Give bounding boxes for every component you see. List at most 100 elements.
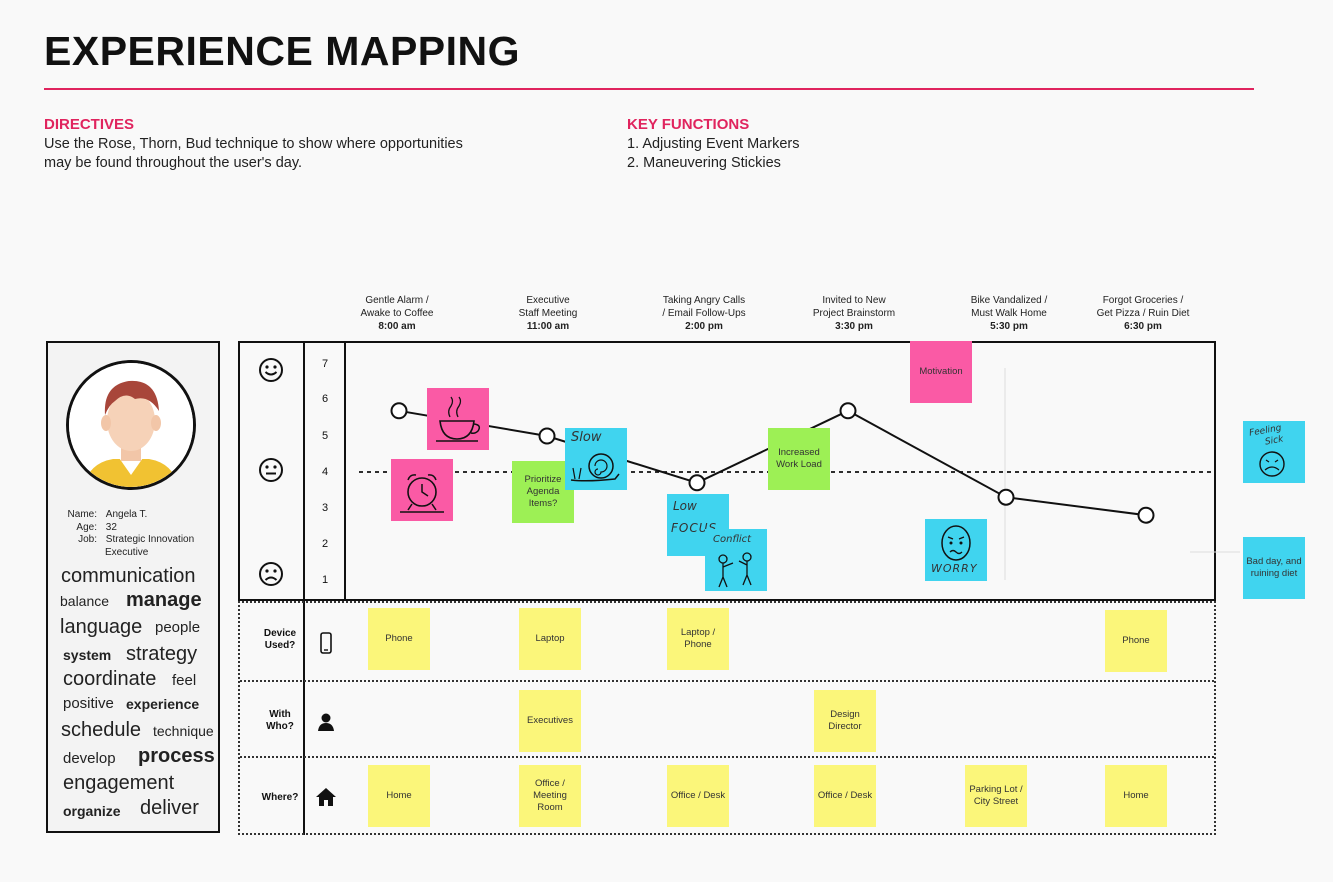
event-title: Gentle Alarm / <box>365 295 429 306</box>
event-title: Bike Vandalized / <box>970 295 1048 306</box>
sticky-where[interactable]: Parking Lot / City Street <box>965 765 1027 827</box>
y-tick-label: 4 <box>321 466 329 478</box>
word-cloud-word: feel <box>172 672 197 689</box>
name-label: Name: <box>67 509 97 520</box>
row-label-with: With Who? <box>256 709 304 733</box>
event-marker[interactable] <box>390 402 408 420</box>
directives-text: Use the Rose, Thorn, Bud technique to sh… <box>44 135 463 173</box>
word-cloud-word: schedule <box>61 719 142 741</box>
event-marker[interactable] <box>997 488 1015 506</box>
event-time: 11:00 am <box>526 321 570 332</box>
word-cloud-word: system <box>63 647 112 663</box>
sticky-increased-work-load[interactable]: Increased Work Load <box>768 428 830 490</box>
event-header[interactable]: Bike Vandalized / Must Walk Home 5:30 pm <box>944 294 1074 333</box>
directives-heading: DIRECTIVES <box>44 116 135 133</box>
coffee-cup-icon <box>436 396 481 442</box>
title-divider <box>44 88 1254 90</box>
person-icon <box>318 713 334 731</box>
sticky-conflict[interactable]: Conflict <box>705 529 767 591</box>
event-header[interactable]: Executive Staff Meeting 11:00 am <box>483 294 613 333</box>
event-header[interactable]: Invited to New Project Brainstorm 3:30 p… <box>789 294 919 333</box>
sticky-where[interactable]: Home <box>1105 765 1167 827</box>
worried-face-icon <box>941 525 971 561</box>
event-header[interactable]: Gentle Alarm / Awake to Coffee 8:00 am <box>332 294 462 333</box>
event-header[interactable]: Taking Angry Calls / Email Follow-Ups 2:… <box>639 294 769 333</box>
persona-name: Angela T. <box>105 509 148 520</box>
sticky-alarm[interactable] <box>391 459 453 521</box>
axis-divider <box>303 341 305 835</box>
event-marker[interactable] <box>538 427 556 445</box>
arguing-people-icon <box>718 552 752 588</box>
persona-age: 32 <box>105 521 117 533</box>
key-functions-heading: KEY FUNCTIONS <box>627 116 750 133</box>
event-time: 5:30 pm <box>990 321 1028 332</box>
sticky-where[interactable]: Office / Desk <box>814 765 876 827</box>
sticky-coffee[interactable] <box>427 388 489 450</box>
event-header[interactable]: Forgot Groceries / Get Pizza / Ruin Diet… <box>1078 294 1208 333</box>
word-cloud-word: positive <box>63 695 114 712</box>
event-title: / Email Follow-Ups <box>662 308 746 319</box>
sticky-device[interactable]: Laptop / Phone <box>667 608 729 670</box>
emotion-chart-frame <box>238 341 1216 601</box>
event-marker[interactable] <box>1137 506 1155 524</box>
word-cloud-word: engagement <box>63 772 175 794</box>
y-tick-label: 3 <box>321 502 329 514</box>
axis-divider <box>344 341 346 601</box>
happy-face-icon <box>259 358 283 382</box>
sticky-prioritize[interactable]: Prioritize Agenda Items? <box>512 461 574 523</box>
event-title: Staff Meeting <box>518 308 578 319</box>
event-title: Executive <box>526 295 570 306</box>
sticky-slow[interactable]: Slow <box>565 428 627 490</box>
alarm-clock-icon <box>400 474 444 513</box>
event-title: Forgot Groceries / <box>1102 295 1184 306</box>
event-title: Awake to Coffee <box>360 308 434 319</box>
sticky-handwriting: Low <box>673 499 697 513</box>
key-functions-list: 1. Adjusting Event Markers 2. Maneuverin… <box>627 135 799 173</box>
event-title: Invited to New <box>822 295 886 306</box>
event-marker[interactable] <box>839 402 857 420</box>
word-cloud-word: organize <box>63 803 121 819</box>
sticky-feeling-sick[interactable]: Feeling Sick <box>1243 421 1305 483</box>
page-title: EXPERIENCE MAPPING <box>44 28 521 74</box>
sticky-device[interactable]: Phone <box>368 608 430 670</box>
persona-info: Name: Angela T. Age: 32 Job: Strategic I… <box>60 509 210 559</box>
sticky-worry[interactable]: WORRY <box>925 519 987 581</box>
row-divider <box>240 680 1214 682</box>
row-label-device: Device Used? <box>256 628 304 652</box>
sticky-bad-day[interactable]: Bad day, and ruining diet <box>1243 537 1305 599</box>
event-marker[interactable] <box>688 474 706 492</box>
word-cloud-word: deliver <box>140 797 199 819</box>
directives-line: may be found throughout the user's day. <box>44 155 303 171</box>
sticky-where[interactable]: Office / Desk <box>667 765 729 827</box>
y-tick-label: 6 <box>321 393 329 405</box>
sticky-handwriting: WORRY <box>931 562 978 575</box>
sticky-with-who[interactable]: Executives <box>519 690 581 752</box>
directives-line: Use the Rose, Thorn, Bud technique to sh… <box>44 136 463 152</box>
event-time: 8:00 am <box>378 321 416 332</box>
sticky-where[interactable]: Home <box>368 765 430 827</box>
row-label-text: With <box>269 709 291 720</box>
word-cloud-word: develop <box>63 750 116 767</box>
sticky-device[interactable]: Laptop <box>519 608 581 670</box>
persona-job: Executive <box>105 546 149 558</box>
sticky-device[interactable]: Phone <box>1105 610 1167 672</box>
word-cloud-word: language <box>60 616 143 638</box>
sad-face-icon <box>259 562 283 586</box>
key-function-item: 2. Maneuvering Stickies <box>627 155 781 171</box>
word-cloud-word: process <box>138 745 215 767</box>
event-time: 2:00 pm <box>685 321 723 332</box>
word-cloud-word: strategy <box>126 643 198 665</box>
sticky-handwriting: FOCUS <box>671 521 718 535</box>
y-tick-label: 5 <box>321 430 329 442</box>
sticky-motivation[interactable]: Motivation <box>910 341 972 403</box>
y-tick-label: 2 <box>321 538 329 550</box>
home-icon <box>316 788 336 806</box>
word-cloud-word: technique <box>153 723 214 739</box>
event-time: 3:30 pm <box>835 321 873 332</box>
event-title: Taking Angry Calls <box>662 295 746 306</box>
avatar-illustration <box>69 363 193 487</box>
sticky-where[interactable]: Office / Meeting Room <box>519 765 581 827</box>
sticky-with-who[interactable]: Design Director <box>814 690 876 752</box>
event-time: 6:30 pm <box>1124 321 1162 332</box>
sticky-handwriting: Conflict <box>713 534 752 545</box>
